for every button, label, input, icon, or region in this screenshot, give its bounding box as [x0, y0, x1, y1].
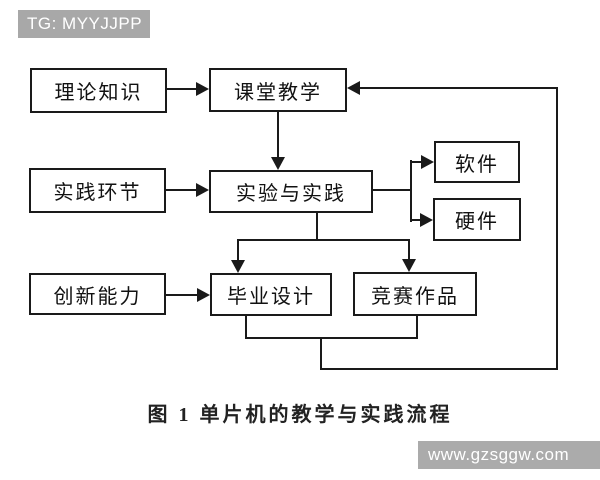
line-segment	[245, 337, 418, 339]
node-hardware: 硬件	[433, 198, 521, 241]
line-segment	[237, 239, 239, 262]
arrowhead-icon	[196, 183, 209, 197]
line-segment	[416, 316, 418, 339]
line-segment	[277, 112, 279, 158]
arrowhead-icon	[402, 259, 416, 272]
node-graduation: 毕业设计	[210, 273, 332, 316]
line-segment	[320, 368, 558, 370]
arrowhead-icon	[421, 155, 434, 169]
line-segment	[316, 213, 318, 241]
arrowhead-icon	[196, 82, 209, 96]
line-segment	[359, 87, 558, 89]
line-segment	[410, 160, 412, 222]
arrowhead-icon	[420, 213, 433, 227]
line-segment	[237, 239, 410, 241]
arrowhead-icon	[231, 260, 245, 273]
line-segment	[166, 189, 197, 191]
arrowhead-icon	[347, 81, 360, 95]
node-experiment: 实验与实践	[209, 170, 373, 213]
arrowhead-icon	[271, 157, 285, 170]
line-segment	[408, 239, 410, 261]
line-segment	[556, 87, 558, 370]
node-software: 软件	[434, 141, 520, 183]
line-segment	[320, 337, 322, 370]
arrowhead-icon	[197, 288, 210, 302]
line-segment	[410, 161, 422, 163]
node-theory: 理论知识	[30, 68, 167, 113]
tg-badge: TG: MYYJJPP	[18, 10, 150, 38]
line-segment	[410, 219, 421, 221]
node-classroom: 课堂教学	[209, 68, 347, 112]
figure-caption: 图 1 单片机的教学与实践流程	[147, 404, 453, 426]
site-watermark: www.gzsggw.com	[418, 441, 600, 469]
node-innovation: 创新能力	[29, 273, 166, 315]
line-segment	[167, 88, 197, 90]
line-segment	[245, 316, 247, 339]
node-practice: 实践环节	[29, 168, 166, 213]
line-segment	[373, 189, 412, 191]
node-competition: 竞赛作品	[353, 272, 477, 316]
line-segment	[166, 294, 198, 296]
